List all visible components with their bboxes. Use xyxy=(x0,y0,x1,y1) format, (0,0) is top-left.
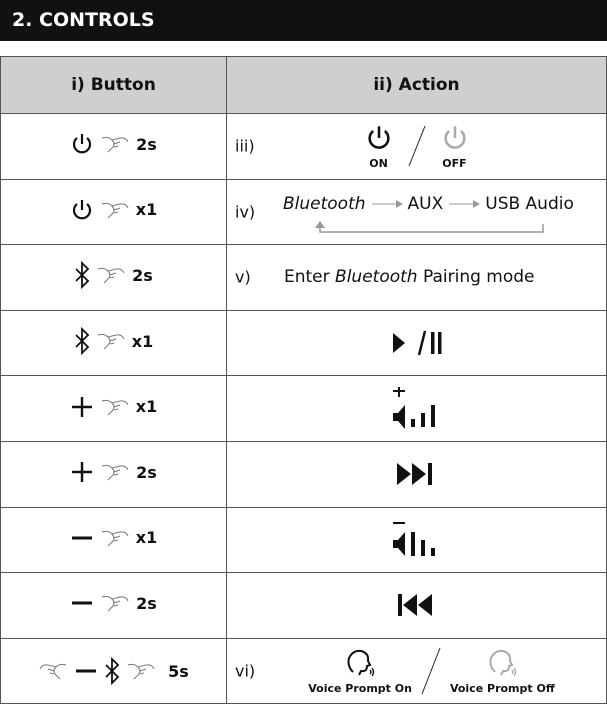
table-row: x1 iv) Bluetooth AUX USB Audio xyxy=(0,178,607,246)
hand-press-icon xyxy=(100,397,130,417)
arrow-right-icon xyxy=(449,199,481,208)
bluetooth-icon xyxy=(104,657,120,685)
plus-icon xyxy=(70,395,94,419)
row-marker: vi) xyxy=(235,661,256,681)
bluetooth-icon xyxy=(74,327,90,355)
column-header-action: ii) Action xyxy=(226,56,607,114)
controls-table: i) Button ii) Action 2s iii) ON OFF x1 i… xyxy=(0,56,607,704)
hand-press-icon xyxy=(38,661,68,681)
press-duration: 2s xyxy=(136,462,157,482)
row-marker: v) xyxy=(235,267,251,287)
row-marker: iii) xyxy=(235,136,255,156)
plus-icon xyxy=(70,460,94,484)
table-row: 2s v) Enter Bluetooth Pairing mode xyxy=(0,244,607,311)
power-icon xyxy=(70,198,94,222)
slash-divider xyxy=(408,126,425,167)
previous-track-icon xyxy=(397,594,432,617)
press-duration: 2s xyxy=(132,265,153,285)
table-row: 2s xyxy=(0,440,607,508)
mode-bluetooth: Bluetooth xyxy=(283,193,366,214)
press-count: x1 xyxy=(135,200,158,220)
power-icon xyxy=(70,132,94,156)
press-duration: 2s xyxy=(136,593,157,613)
hand-press-icon xyxy=(100,528,130,548)
play-pause-icon xyxy=(392,330,441,356)
hand-press-icon xyxy=(100,593,130,613)
next-track-icon xyxy=(396,463,432,486)
table-row: 5s vi) Voice Prompt On Voice Prompt Off xyxy=(0,637,607,704)
power-on-icon xyxy=(365,123,393,153)
mode-usb-audio: USB Audio xyxy=(485,193,574,214)
power-off-icon xyxy=(441,123,469,153)
press-count: x1 xyxy=(131,331,154,351)
volume-down-icon xyxy=(392,521,435,556)
hand-press-icon xyxy=(96,265,126,285)
slash-divider xyxy=(421,647,441,695)
table-row: 2s iii) ON OFF xyxy=(0,113,607,180)
action-text: Enter xyxy=(284,267,336,288)
loop-back-arrow xyxy=(315,220,544,233)
minus-icon xyxy=(70,591,94,615)
hand-press-icon xyxy=(100,134,130,154)
mode-aux: AUX xyxy=(407,193,444,214)
on-label: ON xyxy=(369,156,388,170)
minus-icon xyxy=(74,659,98,683)
table-row: x1 xyxy=(0,309,607,377)
minus-icon xyxy=(70,526,94,550)
hand-press-icon xyxy=(96,331,126,351)
section-title: 2. CONTROLS xyxy=(0,0,607,41)
hand-press-icon xyxy=(126,661,156,681)
table-row: x1 xyxy=(0,375,607,442)
bluetooth-icon xyxy=(74,261,90,289)
action-text-italic: Bluetooth xyxy=(335,267,418,288)
press-duration: 5s xyxy=(168,661,189,681)
voice-prompt-off-icon xyxy=(487,648,517,678)
press-count: x1 xyxy=(135,397,158,417)
voice-prompt-off-label: Voice Prompt Off xyxy=(449,681,555,695)
column-header-button: i) Button xyxy=(0,56,227,114)
row-marker: iv) xyxy=(235,202,256,222)
press-count: x1 xyxy=(135,528,158,548)
volume-up-icon xyxy=(392,386,435,429)
action-text-end: Pairing mode xyxy=(417,267,535,288)
hand-press-icon xyxy=(100,200,130,220)
table-row: 2s xyxy=(0,572,607,639)
off-label: OFF xyxy=(442,156,467,170)
voice-prompt-on-label: Voice Prompt On xyxy=(308,681,412,695)
voice-prompt-on-icon xyxy=(345,648,375,678)
press-duration: 2s xyxy=(136,134,157,154)
table-row: x1 xyxy=(0,506,607,574)
arrow-right-icon xyxy=(371,199,403,208)
hand-press-icon xyxy=(100,462,130,482)
